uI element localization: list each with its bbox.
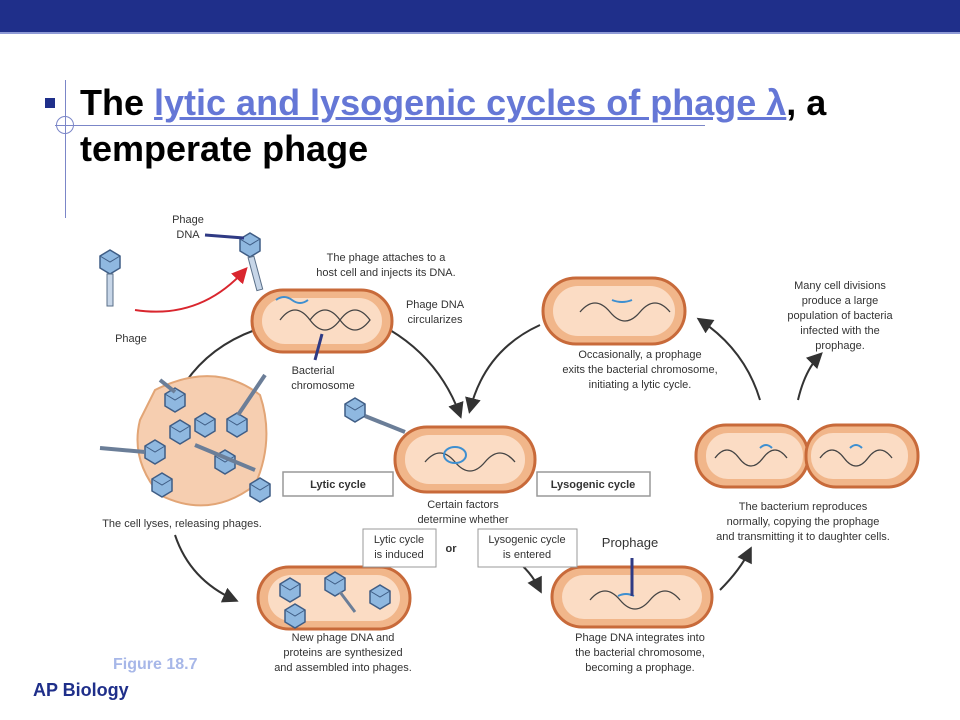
figure-caption: Figure 18.7	[113, 656, 198, 673]
divisions-label-3: population of bacteria	[787, 310, 893, 322]
phage-dna-label-1: Phage	[172, 214, 204, 226]
attach-label-1: The phage attaches to a	[327, 252, 447, 264]
occasionally-label-2: exits the bacterial chromosome,	[562, 364, 717, 376]
bacterial-chromosome-label-1: Bacterial	[292, 365, 335, 377]
lysogenic-cycle-box	[536, 471, 651, 497]
title-prefix: The	[80, 82, 155, 123]
bacterial-chromosome-label-2: chromosome	[291, 380, 355, 392]
arrow-inject	[134, 267, 248, 313]
divisions-label-4: infected with the	[800, 325, 880, 337]
lyses-label: The cell lyses, releasing phages.	[102, 518, 262, 530]
integrates-label-2: the bacterial chromosome,	[575, 647, 705, 659]
reproduces-label-1: The bacterium reproduces	[739, 501, 868, 513]
phage-label: Phage	[115, 333, 147, 345]
new-dna-label-2: proteins are synthesized	[283, 647, 402, 659]
title-bullet	[45, 98, 55, 108]
lytic-induced-line-2: is induced	[374, 549, 424, 561]
lytic-induced-line-1: Lytic cycle	[374, 534, 424, 546]
reproduces-label-2: normally, copying the prophage	[727, 516, 880, 528]
integrates-label-3: becoming a prophage.	[585, 662, 694, 674]
divisions-label-5: prophage.	[815, 340, 865, 352]
cell-circularized	[393, 425, 537, 494]
title-suffix: , a temperate phage	[80, 82, 827, 169]
reproduces-label-3: and transmitting it to daughter cells.	[716, 531, 890, 543]
certain-factors-label-1: Certain factors	[427, 499, 499, 511]
circularizes-label-2: circularizes	[407, 314, 463, 326]
top-banner-rule	[0, 32, 960, 34]
title-link[interactable]: lytic and lysogenic cycles of phage λ	[154, 82, 787, 123]
certain-factors-label-2: determine whether	[417, 514, 508, 526]
circularizes-label-1: Phage DNA	[406, 299, 465, 311]
cell-assembling	[256, 565, 412, 631]
lysogenic-entered-line-2: is entered	[503, 549, 551, 561]
integrates-label-1: Phage DNA integrates into	[575, 632, 705, 644]
divisions-label-1: Many cell divisions	[794, 280, 886, 292]
lytic-cycle-label: Lytic cycle	[310, 479, 366, 491]
free-phage	[99, 249, 121, 307]
lysogenic-entered-box	[477, 528, 578, 568]
divisions-label-2: produce a large	[802, 295, 878, 307]
attached-phage	[204, 232, 264, 292]
occasionally-label-3: initiating a lytic cycle.	[589, 379, 692, 391]
cell-infected	[250, 288, 394, 361]
loose-phage	[344, 397, 406, 434]
arrow-divisions	[797, 352, 823, 401]
attach-label-2: host cell and injects its DNA.	[316, 267, 455, 279]
arrow-reproduce-to-occasionally	[696, 317, 761, 401]
slide-title: The lytic and lysogenic cycles of phage …	[80, 80, 940, 172]
footer-course-label: AP Biology	[33, 680, 129, 700]
crosshair-vertical	[65, 80, 66, 218]
occasionally-label-1: Occasionally, a prophage	[578, 349, 701, 361]
lytic-induced-box	[362, 528, 437, 568]
lysogenic-cycle-label: Lysogenic cycle	[551, 479, 636, 491]
cell-dividing	[694, 423, 920, 489]
top-banner	[0, 0, 960, 32]
cell-exiting	[541, 276, 687, 346]
cell-prophage	[550, 558, 714, 629]
lysogenic-entered-line-1: Lysogenic cycle	[488, 534, 565, 546]
crosshair-circle	[56, 116, 74, 134]
arrow-lyse-from-assemble	[174, 534, 239, 603]
new-dna-label-1: New phage DNA and	[292, 632, 395, 644]
phage-dna-label-2: DNA	[176, 229, 200, 241]
prophage-label: Prophage	[602, 535, 658, 550]
arrow-circularize	[389, 329, 464, 419]
new-dna-label-3: and assembled into phages.	[274, 662, 412, 674]
crosshair-horizontal	[55, 125, 705, 126]
cell-lysed	[99, 373, 271, 507]
arrow-exit-to-lytic	[465, 324, 541, 414]
or-label: or	[446, 543, 458, 555]
lytic-cycle-box	[282, 471, 394, 497]
arrow-integrate-to-reproduce	[719, 546, 752, 591]
